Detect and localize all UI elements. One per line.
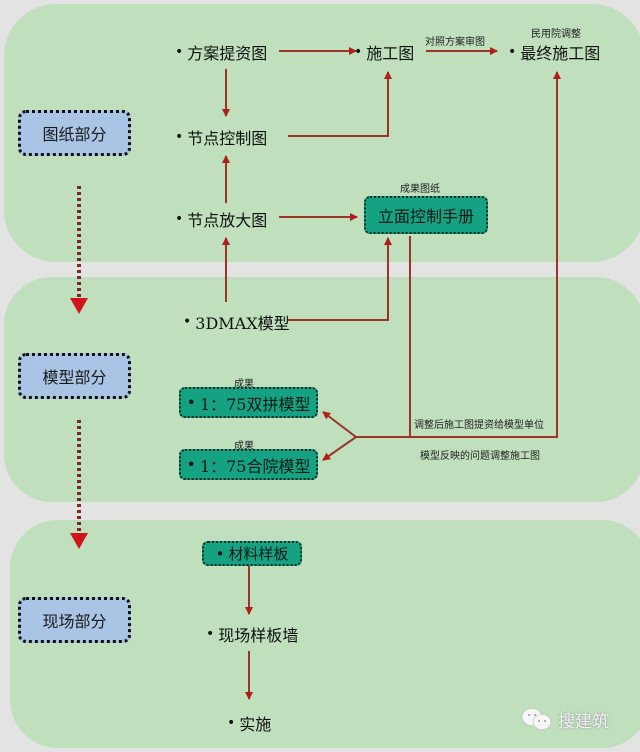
section-model-label: 模型部分	[42, 368, 107, 387]
node-detail-label: 节点放大图	[187, 211, 268, 230]
bullet: •	[175, 211, 184, 227]
node-construction: •施工图	[354, 40, 414, 64]
bullet: •	[175, 129, 184, 145]
node-scheme: •方案提资图	[175, 40, 267, 64]
node-construction-label: 施工图	[366, 44, 415, 63]
node-implement: •实施	[227, 711, 271, 735]
node-control-label: 节点控制图	[187, 129, 268, 148]
node-final: •最终施工图	[508, 40, 600, 64]
arrow-feedback-to-final	[410, 71, 561, 438]
node-scheme-label: 方案提资图	[187, 44, 268, 63]
duplex-model-box: •1：75双拼模型	[179, 387, 318, 418]
section-site-label: 现场部分	[42, 612, 107, 631]
annotation-adjust-give-model: 调整后施工图提资给模型单位	[414, 420, 544, 431]
arrow-to-duplex-model	[322, 411, 357, 438]
bullet: •	[354, 44, 363, 60]
annotation-compare-scheme: 对照方案审图	[425, 37, 485, 48]
bullet: •	[215, 544, 225, 563]
bullet: •	[175, 44, 184, 60]
node-3dmax-label: 3DMAX模型	[195, 314, 290, 333]
watermark-text: 搜建筑	[558, 711, 609, 732]
node-3dmax: •3DMAX模型	[183, 310, 290, 334]
bullet: •	[508, 44, 517, 60]
section-model: 模型部分	[18, 353, 131, 399]
courtyard-model-label: 1：75合院模型	[199, 456, 311, 476]
line-manual-to-models	[356, 236, 411, 438]
bullet: •	[186, 393, 196, 412]
facade-manual-box: 立面控制手册	[364, 196, 488, 234]
node-implement-label: 实施	[239, 715, 272, 734]
bullet: •	[186, 455, 196, 474]
material-sample-label: 材料样板	[228, 545, 289, 563]
arrow-max-to-manual	[288, 237, 392, 321]
annotation-result-1: 成果	[234, 379, 254, 390]
node-final-label: 最终施工图	[520, 44, 601, 63]
arrow-to-courtyard-model	[322, 436, 357, 461]
watermark: 搜建筑	[520, 706, 609, 732]
bullet: •	[206, 626, 215, 642]
section-site: 现场部分	[18, 597, 131, 643]
annotation-result-2: 成果	[234, 441, 254, 452]
wechat-icon	[521, 708, 552, 730]
node-site-wall: •现场样板墙	[206, 622, 298, 646]
courtyard-model-box: •1：75合院模型	[179, 449, 318, 480]
node-detail: •节点放大图	[175, 207, 267, 231]
duplex-model-label: 1：75双拼模型	[199, 394, 311, 414]
node-control: •节点控制图	[175, 125, 267, 149]
material-sample-box: •材料样板	[202, 541, 302, 566]
arrow-node-control-to-construction	[288, 71, 392, 137]
facade-manual-label: 立面控制手册	[377, 207, 474, 226]
bullet: •	[183, 314, 192, 330]
section-drawings: 图纸部分	[18, 110, 131, 156]
annotation-model-feedback: 模型反映的问题调整施工图	[420, 451, 540, 462]
bullet: •	[227, 715, 236, 731]
node-site-wall-label: 现场样板墙	[218, 626, 299, 645]
section-drawings-label: 图纸部分	[42, 125, 107, 144]
annotation-result-drawings: 成果图纸	[400, 184, 440, 195]
annotation-civil-adjust: 民用院调整	[531, 29, 581, 40]
